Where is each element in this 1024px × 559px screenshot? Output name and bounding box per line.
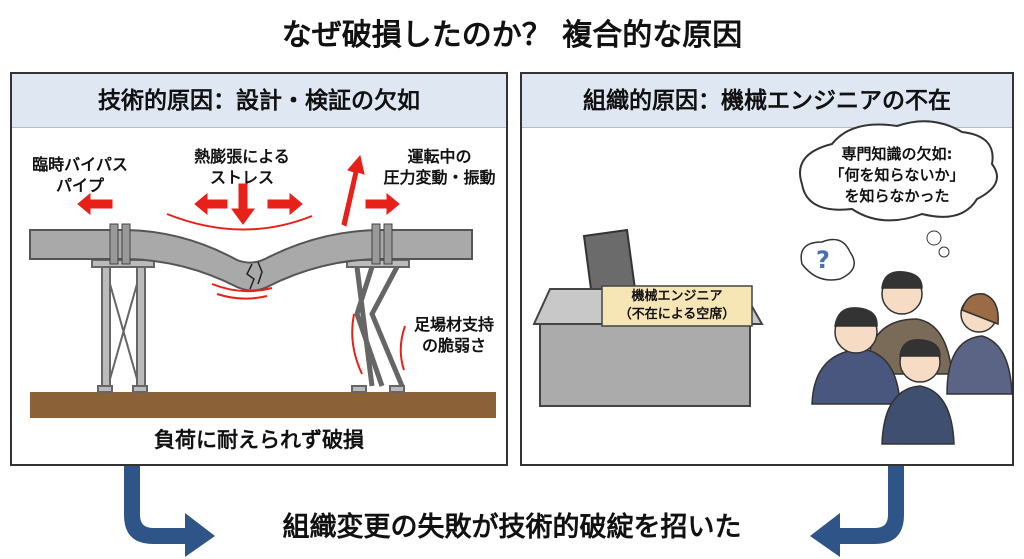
label-line: の脆弱さ	[421, 336, 486, 355]
flanges	[109, 223, 393, 265]
label-line: （不在による空席）	[618, 307, 736, 322]
empty-desk-illustration	[532, 120, 1013, 445]
page-title: なぜ破損したのか？ 複合的な原因	[281, 18, 743, 53]
thought-cloud	[799, 120, 998, 222]
label-line: 足場材支持	[413, 315, 494, 334]
label-line: 機械エンジニア	[631, 289, 723, 304]
thought-text: 専門知識の欠如: 「何を知らないか」 を知らなかった	[812, 144, 982, 207]
question-cloud	[800, 238, 855, 281]
pipe-illustration	[29, 154, 496, 418]
technical-cause-panel: 技術的原因：設計・検証の欠如 臨時バイパス パイプ 熱膨張による ストレス 運転…	[10, 72, 508, 466]
technical-cause-header: 技術的原因：設計・検証の欠如	[12, 74, 506, 128]
label-line: を知らなかった	[844, 187, 950, 205]
left-flow-arrow	[124, 466, 215, 557]
scaffold-support	[346, 259, 410, 393]
desk-sign: 機械エンジニア （不在による空席）	[602, 286, 752, 324]
left-support	[91, 259, 155, 393]
stress-arrows	[77, 154, 406, 375]
label-line: 「何を知らないか」	[829, 166, 965, 184]
label-line: パイプ	[55, 176, 104, 195]
worried-people	[811, 271, 1013, 445]
ground	[30, 392, 496, 418]
thermal-stress-label: 熱膨張による ストレス	[172, 146, 312, 188]
label-line: 熱膨張による	[194, 147, 290, 166]
question-mark-icon: ?	[816, 246, 830, 274]
label-line: ストレス	[209, 168, 274, 187]
scaffold-weakness-label: 足場材支持 の脆弱さ	[404, 314, 504, 356]
desk-body	[539, 323, 751, 407]
label-line: 専門知識の欠如:	[841, 145, 953, 163]
right-flow-arrow	[810, 466, 904, 557]
pressure-vibration-label: 運転中の 圧力変動・振動	[372, 146, 507, 188]
conclusion-text: 組織変更の失敗が技術的破綻を招いた	[282, 512, 742, 543]
bypass-pipe-label: 臨時バイパス パイプ	[20, 154, 140, 196]
label-line: 運転中の	[407, 147, 472, 166]
failure-caption: 負荷に耐えられず破損	[154, 428, 364, 452]
organizational-cause-panel: 組織的原因：機械エンジニアの不在 機械エンジニア （不在による空席） 専門知識の…	[520, 72, 1014, 466]
label-line: 臨時バイパス	[32, 155, 128, 174]
organizational-cause-header: 組織的原因：機械エンジニアの不在	[522, 74, 1012, 128]
label-line: 圧力変動・振動	[383, 168, 496, 187]
name-plate	[601, 285, 753, 327]
crack-icon	[246, 261, 263, 290]
pipe	[29, 229, 473, 292]
